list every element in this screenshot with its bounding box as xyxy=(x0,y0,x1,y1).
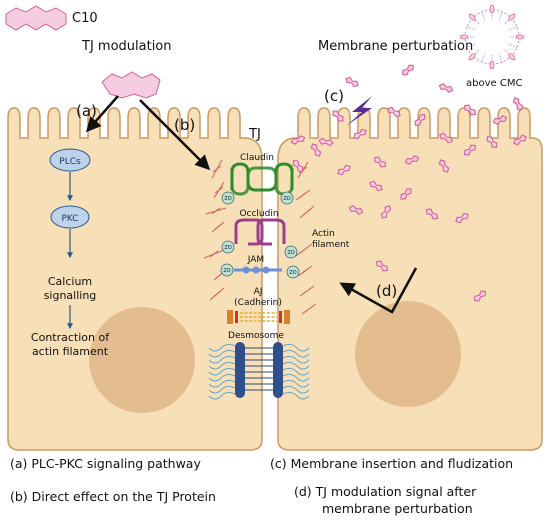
arrow-d xyxy=(339,267,418,314)
c10-molecule xyxy=(353,128,367,140)
c10-molecule xyxy=(345,76,359,88)
caption-c: (c) Membrane insertion and fludization xyxy=(270,456,513,471)
lightning-icon xyxy=(346,96,372,126)
jam-label: JAM xyxy=(247,255,264,265)
label-a: (a) xyxy=(76,102,97,120)
cadherin-bridges xyxy=(240,312,277,322)
desmosome-plaque-right xyxy=(273,342,283,398)
c10-molecule xyxy=(426,208,438,220)
zo-jam-right xyxy=(286,265,300,279)
desmosome-bridges xyxy=(245,347,273,391)
actin-label-2: filament xyxy=(312,240,350,250)
zo-label: ZO xyxy=(224,245,231,251)
aj-label-1: AJ xyxy=(254,287,263,297)
c10-molecule-legend xyxy=(5,5,67,31)
calcium-label-2: signalling xyxy=(44,289,97,302)
contraction-label-2: actin filament xyxy=(32,345,109,358)
c10-molecule xyxy=(464,104,476,116)
c10-molecule xyxy=(438,159,450,173)
label-d: (d) xyxy=(376,282,397,300)
left-header: TJ modulation xyxy=(81,39,172,54)
claudin-left xyxy=(230,162,294,192)
c10-molecule xyxy=(414,114,426,126)
zo-label: ZO xyxy=(283,196,290,202)
occludin-right xyxy=(256,218,286,246)
arrow-b xyxy=(139,99,211,171)
micelle-label: above CMC xyxy=(466,78,522,89)
contraction-label-1: Contraction of xyxy=(31,331,110,344)
zo-label: ZO xyxy=(287,250,294,256)
actin-label-1: Actin xyxy=(312,229,335,239)
c10-molecule xyxy=(369,180,383,192)
tj-label: TJ xyxy=(248,127,261,142)
right-header: Membrane perturbation xyxy=(318,39,473,54)
c10-molecule xyxy=(400,188,412,200)
occludin-label: Occludin xyxy=(239,209,278,219)
zo-claudin-left xyxy=(221,191,235,205)
c10-molecule xyxy=(380,205,392,219)
caption-d-1: (d) TJ modulation signal after xyxy=(294,484,477,499)
caption-d-2: membrane perturbation xyxy=(322,501,473,516)
right-nucleus xyxy=(355,301,461,407)
zo-jam-left xyxy=(220,263,234,277)
c10-molecule xyxy=(292,160,304,172)
c10-label: C10 xyxy=(72,11,98,26)
c10-molecule xyxy=(402,64,414,76)
aj-label-2: (Cadherin) xyxy=(234,298,282,308)
aj-plaque-left xyxy=(227,310,233,324)
c10-molecule xyxy=(492,115,508,125)
caption-a: (a) PLC-PKC signaling pathway xyxy=(10,456,201,471)
zo-occludin-right xyxy=(284,245,298,259)
pkc-label: PKC xyxy=(61,214,78,224)
c10-molecule xyxy=(348,205,364,215)
caption-b: (b) Direct effect on the TJ Protein xyxy=(10,489,216,504)
calcium-label-1: Calcium xyxy=(48,275,92,288)
c10-molecule xyxy=(337,164,351,176)
c10-molecule xyxy=(310,143,322,157)
micelle-icon xyxy=(459,4,525,70)
desmosome-label: Desmosome xyxy=(228,331,284,341)
left-nucleus xyxy=(89,307,195,413)
c10-molecule xyxy=(455,212,469,224)
zo-label: ZO xyxy=(224,196,231,202)
aj-plaque-right xyxy=(284,310,290,324)
c10-molecule xyxy=(512,97,524,111)
c10-molecule xyxy=(513,134,527,146)
label-c: (c) xyxy=(324,87,344,105)
desmosome-plaque-left xyxy=(235,342,245,398)
c10-molecule xyxy=(332,110,344,122)
c10-molecule xyxy=(290,135,306,145)
claudin-label: Claudin xyxy=(240,153,274,163)
c10-molecule xyxy=(486,136,498,148)
c10-molecules-right xyxy=(290,64,527,302)
c10-molecule xyxy=(438,83,454,93)
pkc-node xyxy=(50,205,90,229)
left-cell-body xyxy=(7,107,263,451)
c10-molecule xyxy=(318,137,334,147)
junction-complex: TJ Claudin Occludin JAM AJ (Cadherin) xyxy=(203,127,350,400)
c10-molecule xyxy=(387,106,401,118)
label-b: (b) xyxy=(174,116,195,134)
c10-molecule xyxy=(404,155,420,165)
zo-label: ZO xyxy=(289,270,296,276)
c10-molecule xyxy=(376,260,388,272)
c10-molecule-left xyxy=(101,71,161,99)
c10-molecule xyxy=(474,290,486,302)
arrow-a xyxy=(86,95,119,133)
c10-molecule xyxy=(439,132,453,144)
zo-claudin-right xyxy=(280,191,294,205)
zo-occludin-left xyxy=(221,240,235,254)
plcs-label: PLCs xyxy=(59,157,81,167)
c10-molecule xyxy=(374,156,386,168)
c10-molecule xyxy=(464,144,476,156)
plcs-node xyxy=(49,148,91,172)
zo-label: ZO xyxy=(223,268,230,274)
